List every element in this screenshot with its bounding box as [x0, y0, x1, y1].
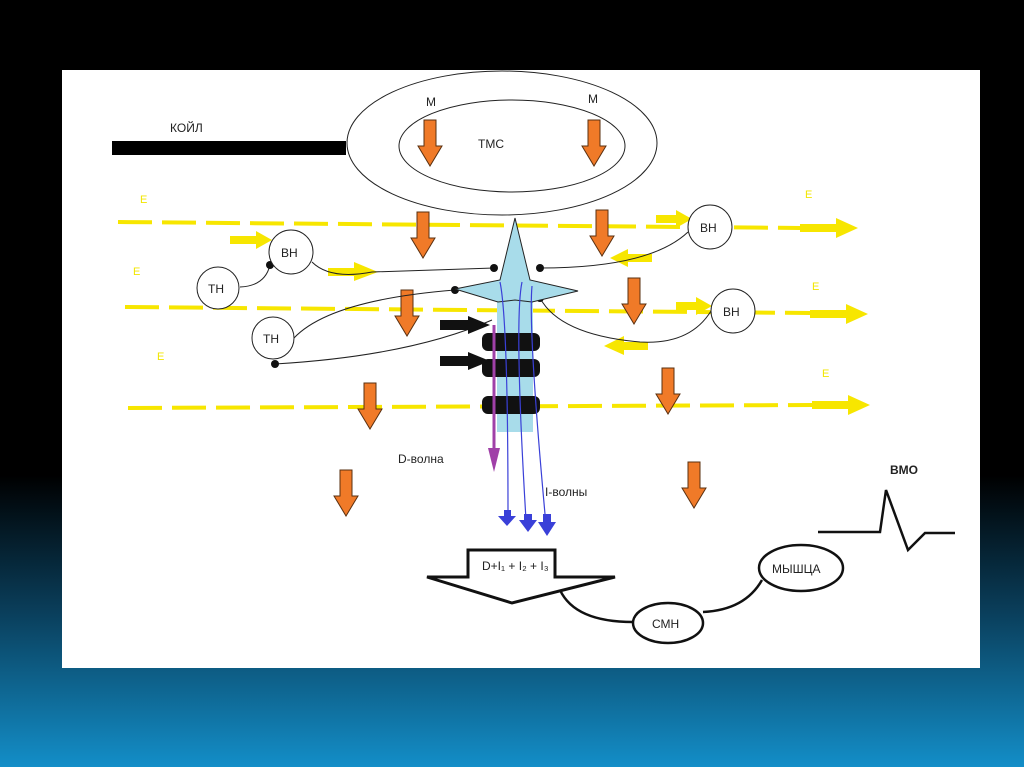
- connector: [558, 589, 634, 624]
- vmo-label: ВМО: [890, 463, 918, 477]
- e-label: E: [157, 351, 164, 363]
- summation-arrow: [426, 548, 616, 605]
- electric-field-lines: [117, 220, 813, 410]
- svg-text:ВН: ВН: [281, 246, 298, 260]
- e-label: E: [805, 189, 812, 201]
- i-waves-label: I-волны: [545, 485, 587, 499]
- coil-inner: [398, 99, 626, 193]
- vn-neuron: ВН: [687, 204, 733, 250]
- connector: [702, 579, 764, 614]
- muscle-label: МЫШЦА: [772, 562, 821, 576]
- small-field-arrows: [230, 210, 712, 355]
- e-label: E: [133, 266, 140, 278]
- field-arrow: [800, 218, 858, 238]
- field-arrow: [810, 304, 868, 324]
- m-label-right: М: [588, 92, 598, 106]
- field-arrow: [812, 395, 870, 415]
- i-wave-arrows: [498, 510, 556, 536]
- pyramidal-neuron: [454, 217, 579, 303]
- e-label: E: [812, 281, 819, 293]
- d-wave-label: D-волна: [398, 452, 444, 466]
- muscle-node: [757, 543, 845, 593]
- e-label: E: [822, 368, 829, 380]
- coil-outer: [346, 70, 658, 216]
- tn-neuron: ТН: [196, 266, 240, 310]
- smn-node: [631, 601, 705, 645]
- vn-neuron: ВН: [710, 288, 756, 334]
- tms-label: ТМС: [478, 137, 504, 151]
- svg-text:ТН: ТН: [263, 332, 279, 346]
- svg-text:ВН: ВН: [723, 305, 740, 319]
- svg-text:ТН: ТН: [208, 282, 224, 296]
- smn-label: СМН: [652, 617, 679, 631]
- coil-label: КОЙЛ: [170, 120, 203, 135]
- m-label-left: М: [426, 95, 436, 109]
- svg-text:ВН: ВН: [700, 221, 717, 235]
- tn-neuron: ТН: [251, 316, 295, 360]
- vn-neuron: ВН: [268, 229, 314, 275]
- e-label: E: [140, 194, 147, 206]
- myelin-sheaths: [482, 333, 540, 414]
- mep-waveform: [818, 489, 955, 553]
- d-wave-arrow: [488, 448, 500, 472]
- coil-handle: [112, 141, 346, 155]
- summation-label: D+I₁ + I₂ + I₃: [482, 559, 549, 573]
- i-wave-paths: [499, 281, 547, 526]
- input-arrows: [440, 316, 490, 370]
